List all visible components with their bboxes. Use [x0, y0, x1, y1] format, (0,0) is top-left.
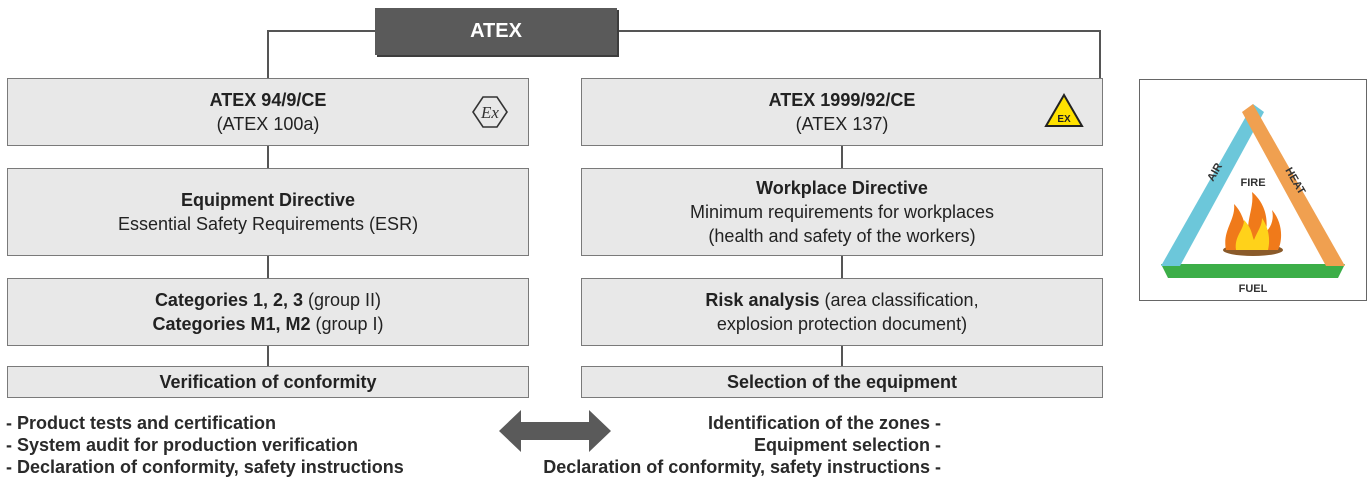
categories-line-2-rest: (group I) [310, 314, 384, 334]
air-side [1161, 104, 1264, 266]
fire-triangle-panel: AIR HEAT FIRE FUEL [1139, 79, 1367, 301]
list-item: Declaration of conformity, safety instru… [543, 457, 941, 477]
fire-label: FIRE [1240, 177, 1265, 189]
fuel-label: FUEL [1239, 283, 1268, 295]
connector-top-horizontal [267, 30, 1101, 32]
categories-line-2: Categories M1, M2 (group I) [8, 312, 528, 336]
right-directive-subtitle: (ATEX 137) [795, 114, 889, 134]
risk-line-1-bold: Risk analysis [705, 290, 820, 310]
connector-right-2 [841, 256, 843, 278]
connector-left-2 [267, 256, 269, 278]
fire-icon [1223, 192, 1283, 256]
right-directive-title: ATEX 1999/92/CE [768, 90, 916, 110]
verification-box: Verification of conformity [7, 366, 529, 398]
equipment-directive-title: Equipment Directive [180, 190, 356, 210]
workplace-directive-subtitle-2: (health and safety of the workers) [708, 226, 976, 246]
list-item: - System audit for production verificati… [6, 435, 359, 455]
categories-line-1: Categories 1, 2, 3 (group II) [8, 288, 528, 312]
workplace-directive-subtitle-1: Minimum requirements for workplaces [689, 202, 995, 222]
selection-box: Selection of the equipment [581, 366, 1103, 398]
connector-left-1 [267, 146, 269, 168]
left-directive-box: ATEX 94/9/CE (ATEX 100a) Ex [7, 78, 529, 146]
selection-title: Selection of the equipment [726, 372, 958, 392]
categories-box: Categories 1, 2, 3 (group II) Categories… [7, 278, 529, 346]
ex-symbol-icon: Ex [472, 96, 508, 128]
connector-right-1 [841, 146, 843, 168]
right-directive-box: ATEX 1999/92/CE (ATEX 137) EX [581, 78, 1103, 146]
risk-line-2: explosion protection document) [716, 314, 968, 334]
ex-warning-text: EX [1057, 114, 1071, 125]
verification-title: Verification of conformity [159, 372, 377, 392]
left-directive-subtitle: (ATEX 100a) [216, 114, 320, 134]
left-list: - Product tests and certification - Syst… [6, 412, 404, 478]
left-directive-title: ATEX 94/9/CE [209, 90, 327, 110]
equipment-directive-subtitle: Essential Safety Requirements (ESR) [117, 214, 419, 234]
double-arrow-icon [499, 410, 611, 452]
connector-left-3 [267, 346, 269, 366]
fuel-side [1161, 264, 1345, 278]
risk-line-1: Risk analysis (area classification, [582, 288, 1102, 312]
right-list: Identification of the zones - Equipment … [543, 412, 941, 478]
svg-text:Ex: Ex [480, 103, 499, 122]
risk-line-1-rest: (area classification, [819, 290, 979, 310]
workplace-directive-title: Workplace Directive [756, 178, 928, 198]
categories-line-1-bold: Categories 1, 2, 3 [154, 290, 304, 310]
connector-right-3 [841, 346, 843, 366]
list-item: - Product tests and certification [6, 413, 277, 433]
categories-line-2-bold: Categories M1, M2 [152, 314, 311, 334]
workplace-directive-box: Workplace Directive Minimum requirements… [581, 168, 1103, 256]
fire-triangle-diagram: AIR HEAT FIRE FUEL [1161, 104, 1345, 295]
ex-warning-triangle-icon: EX [1044, 93, 1084, 127]
connector-right-vertical [1099, 30, 1101, 78]
equipment-directive-box: Equipment Directive Essential Safety Req… [7, 168, 529, 256]
heat-side [1242, 104, 1345, 266]
list-item: Equipment selection - [753, 435, 941, 455]
categories-line-1-rest: (group II) [303, 290, 382, 310]
connector-left-vertical [267, 30, 269, 78]
risk-analysis-box: Risk analysis (area classification, expl… [581, 278, 1103, 346]
list-item: - Declaration of conformity, safety inst… [6, 457, 404, 477]
list-item: Identification of the zones - [708, 413, 941, 433]
atex-title-box: ATEX [375, 8, 617, 55]
atex-title: ATEX [470, 20, 522, 42]
